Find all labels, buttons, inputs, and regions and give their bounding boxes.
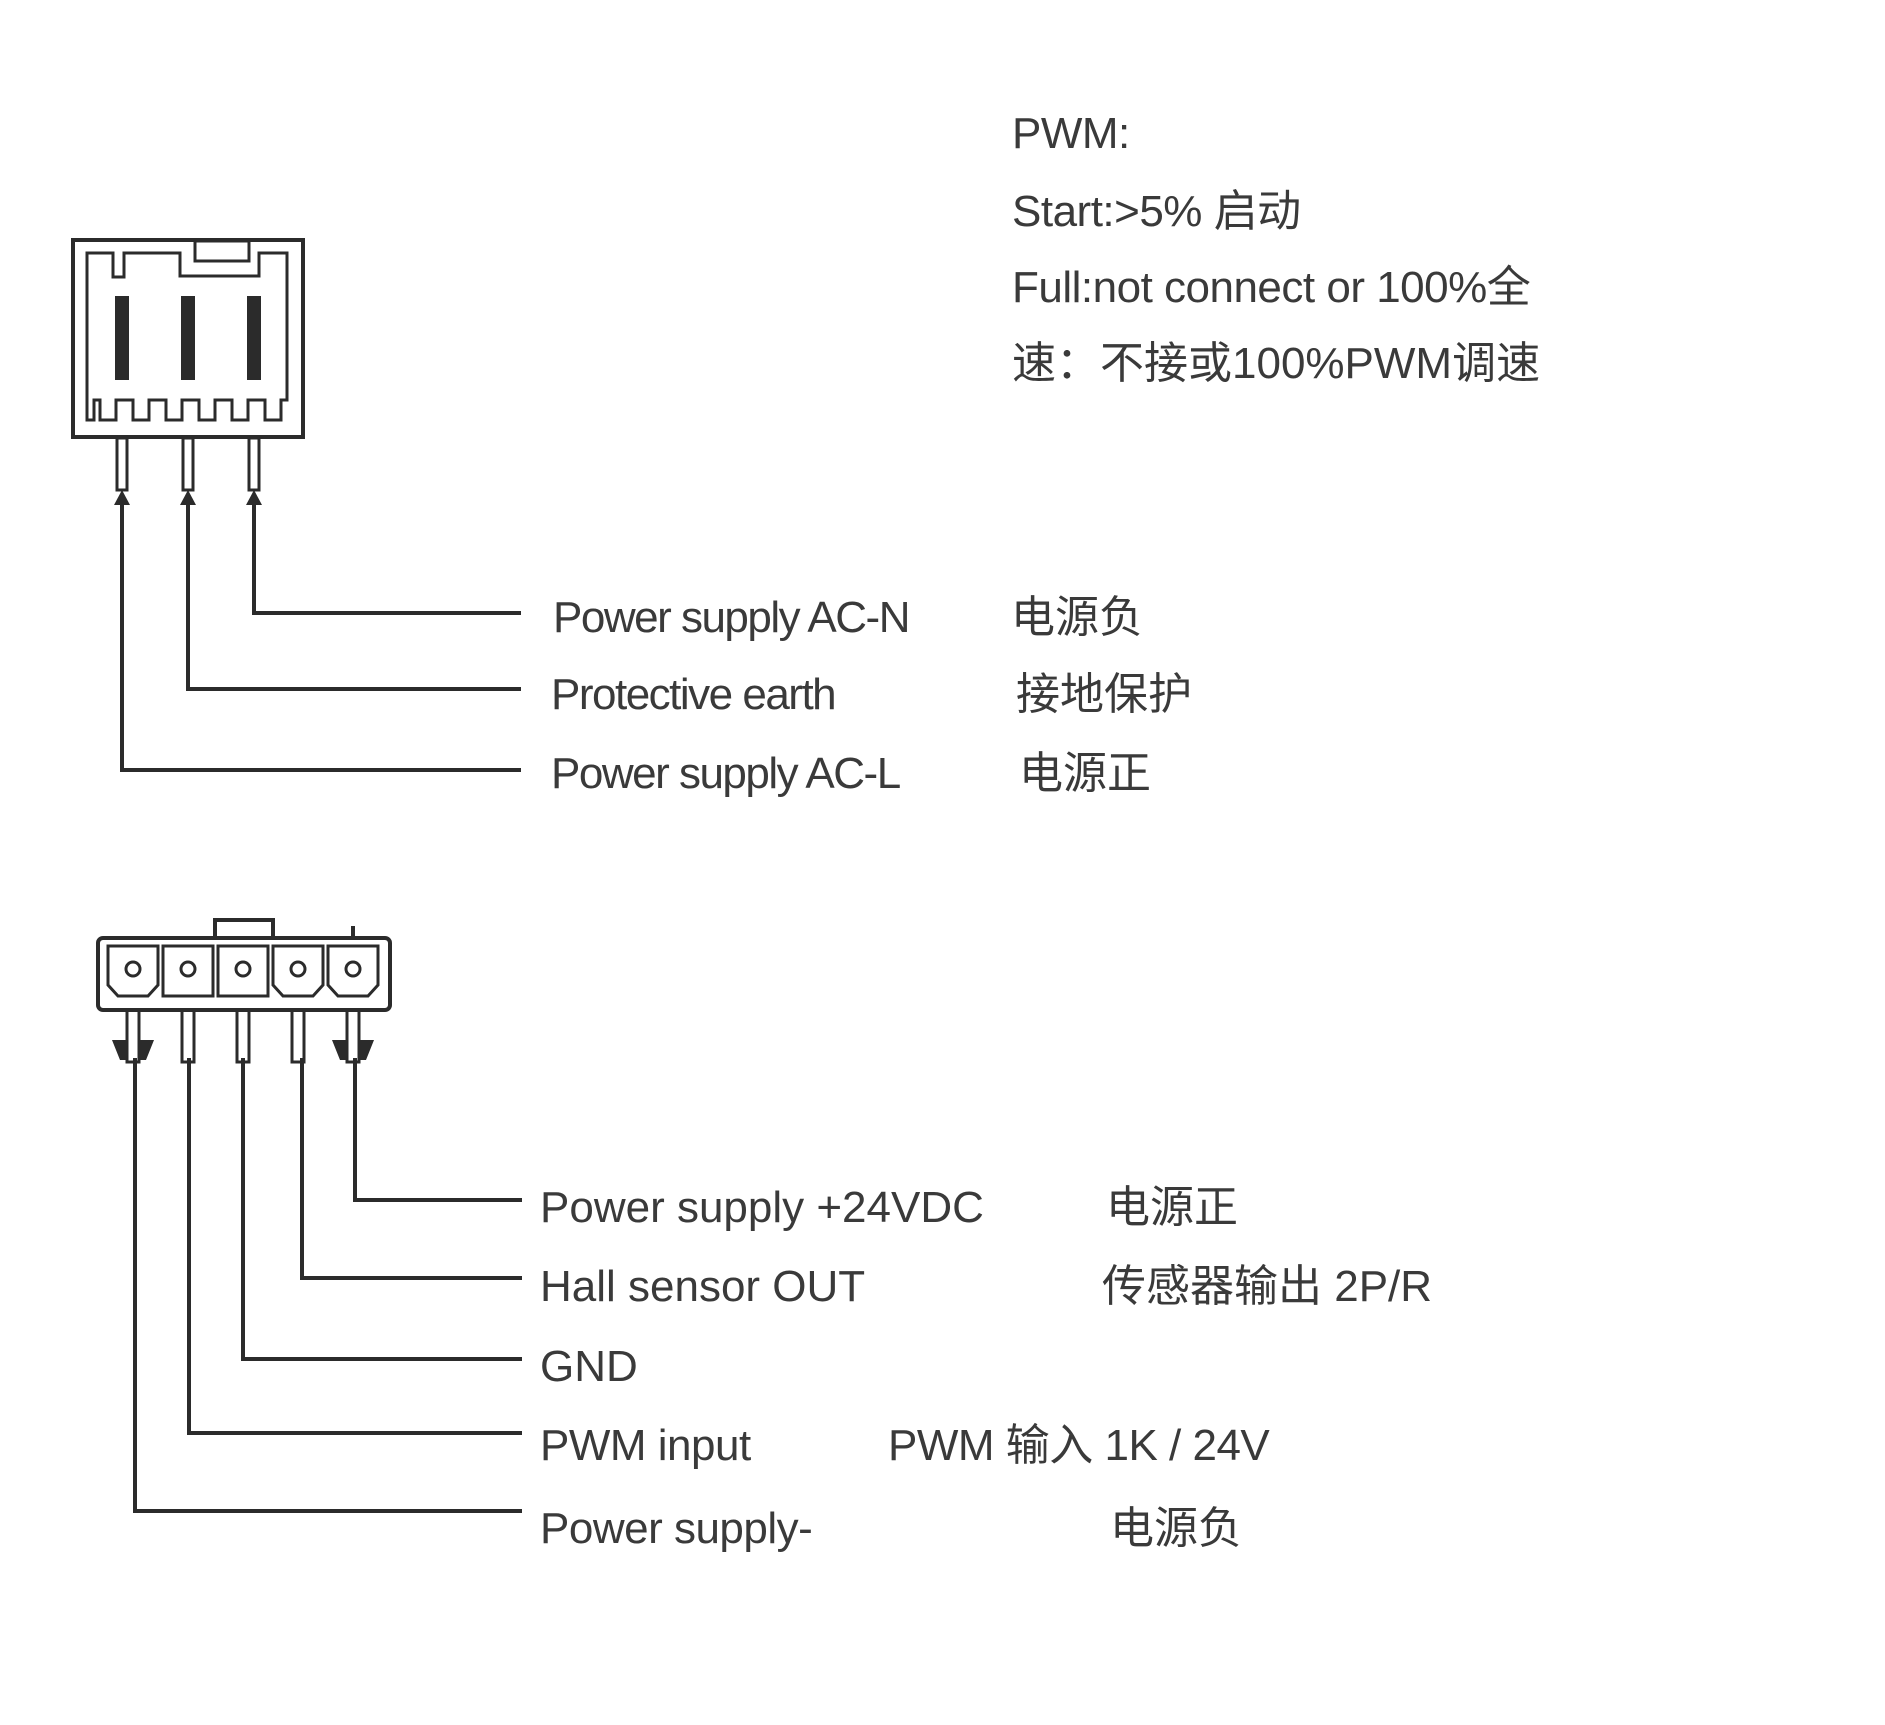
pin-label-cn-pwm-input: PWM 输入 1K / 24V bbox=[888, 1421, 1270, 1470]
pin-label-hall-sensor: Hall sensor OUT bbox=[540, 1262, 866, 1311]
pin-label-cn-protective-earth: 接地保护 bbox=[1016, 670, 1192, 719]
pin-label-cn-hall-sensor: 传感器输出 2P/R bbox=[1102, 1262, 1433, 1311]
pwm-note-line: Full:not connect or 100%全 bbox=[1012, 263, 1531, 312]
leader-ac-n bbox=[252, 498, 521, 615]
pin-label-ac-n: Power supply AC-N bbox=[553, 593, 910, 642]
pin-label-protective-earth: Protective earth bbox=[551, 670, 837, 719]
leader-hall-sensor bbox=[300, 1058, 522, 1280]
leader-gnd bbox=[241, 1058, 522, 1361]
leader-ac-l bbox=[120, 498, 521, 772]
dc-connector-icon bbox=[96, 918, 392, 1064]
pin-label-cn-ac-n: 电源负 bbox=[1011, 593, 1143, 642]
pin-label-gnd: GND bbox=[540, 1342, 638, 1391]
pin-label-cn-power-supply-negative: 电源负 bbox=[1110, 1504, 1242, 1553]
ac-connector-icon bbox=[71, 238, 305, 505]
leader-protective-earth bbox=[186, 498, 521, 691]
pwm-note-line: 速：不接或100%PWM调速 bbox=[1012, 339, 1541, 388]
pin-label-pwm-input: PWM input bbox=[540, 1421, 751, 1470]
pin-label-cn-ac-l: 电源正 bbox=[1019, 749, 1151, 798]
leader-24vdc bbox=[353, 1058, 522, 1202]
leader-power-supply-negative bbox=[133, 1058, 522, 1513]
pwm-note-line: Start:>5% 启动 bbox=[1012, 187, 1301, 236]
pin-label-power-supply-negative: Power supply- bbox=[540, 1504, 813, 1553]
pin-label-24vdc: Power supply +24VDC bbox=[540, 1183, 984, 1232]
pin-label-cn-24vdc: 电源正 bbox=[1106, 1183, 1238, 1232]
leader-pwm-input bbox=[187, 1058, 522, 1435]
pwm-note-title: PWM: bbox=[1012, 109, 1130, 158]
pin-label-ac-l: Power supply AC-L bbox=[551, 749, 901, 798]
